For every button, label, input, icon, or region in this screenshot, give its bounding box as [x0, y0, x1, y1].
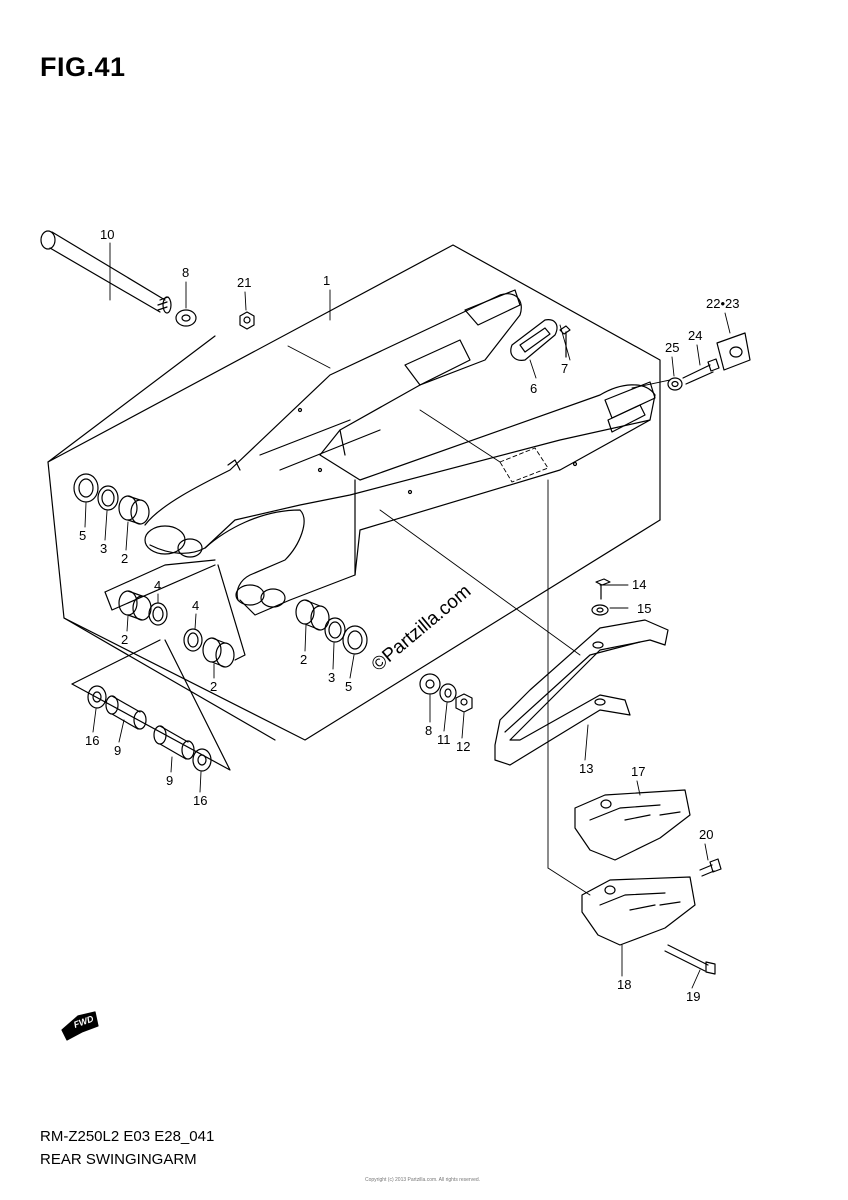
forward-arrow-icon: FWD — [61, 1011, 99, 1041]
callout-13: 13 — [579, 761, 593, 776]
washer-16-a — [87, 685, 107, 709]
collar-9-b — [153, 725, 195, 760]
model-code: RM-Z250L2 E03 E28_041 — [40, 1128, 215, 1145]
chain-adjuster-cover-6 — [510, 319, 558, 361]
callout-15: 15 — [637, 601, 651, 616]
washer-8-top-hole — [181, 314, 191, 322]
callout-3-left: 3 — [100, 541, 107, 556]
callout-8-top: 8 — [182, 265, 189, 280]
pivot-shaft-subframe — [71, 639, 231, 771]
pivot-shaft-bolt — [40, 230, 172, 314]
adjuster-bolt-24 — [682, 358, 720, 385]
callout-5-left: 5 — [79, 528, 86, 543]
needle-bearing-2-right — [295, 599, 330, 631]
copyright-notice: Copyright (c) 2013 Partzilla.com. All ri… — [365, 1177, 481, 1183]
callout-16-a: 16 — [85, 733, 99, 748]
washer-25 — [667, 377, 683, 391]
bolt-19 — [664, 944, 716, 975]
callout-9-b: 9 — [166, 773, 173, 788]
callout-leaders — [84, 281, 731, 989]
collar-9-a — [105, 695, 147, 730]
chain-guide-18 — [581, 876, 696, 946]
figure-title: FIG.41 — [40, 52, 126, 82]
callout-19: 19 — [686, 989, 700, 1004]
callout-12: 12 — [456, 739, 470, 754]
needle-bearing-2-b — [202, 637, 235, 668]
section-name: REAR SWINGINGARM — [40, 1151, 197, 1168]
callout-14: 14 — [632, 577, 646, 592]
bolt-20 — [699, 858, 722, 877]
screw-14 — [595, 578, 611, 600]
washer-25-hole — [671, 380, 679, 388]
callout-20: 20 — [699, 827, 713, 842]
callout-labels: 10 8 21 1 22•23 24 25 7 6 5 3 2 4 4 2 2 … — [79, 227, 739, 1004]
callout-6: 6 — [530, 381, 537, 396]
callout-17: 17 — [631, 764, 645, 779]
callout-2-left: 2 — [121, 551, 128, 566]
washer-8-lower — [419, 673, 441, 695]
nut-21 — [239, 311, 255, 330]
callout-4-b: 4 — [192, 598, 199, 613]
washer-15 — [591, 604, 609, 616]
callout-8-lower: 8 — [425, 723, 432, 738]
callout-7: 7 — [561, 361, 568, 376]
washer-11 — [439, 683, 457, 703]
nut-12 — [455, 693, 473, 713]
callout-16-b: 16 — [193, 793, 207, 808]
callout-22-23: 22•23 — [706, 296, 739, 311]
oil-seal-5-left — [73, 473, 99, 503]
screw-7 — [559, 325, 571, 358]
callout-11: 11 — [437, 732, 451, 747]
pivot-bearing-subframe — [104, 559, 246, 661]
snap-ring-4-a — [148, 602, 168, 626]
swingarm-body — [144, 289, 656, 616]
washer-16-b — [192, 748, 212, 772]
chain-adjuster-block-22-23 — [716, 332, 751, 371]
chain-guide-17 — [574, 789, 691, 861]
nut-21-hole — [243, 316, 251, 324]
callout-25: 25 — [665, 340, 679, 355]
callout-21: 21 — [237, 275, 251, 290]
spacer-3-right — [324, 617, 346, 643]
callout-10: 10 — [100, 227, 114, 242]
washer-8-top — [175, 309, 197, 327]
callout-5-right: 5 — [345, 679, 352, 694]
callout-4-a: 4 — [154, 578, 161, 593]
assembly-frame — [47, 244, 661, 741]
oil-seal-5-right — [342, 625, 368, 655]
spacer-3-left — [97, 485, 119, 511]
snap-ring-4-b — [183, 628, 203, 652]
needle-bearing-2-left — [118, 495, 150, 525]
callout-2-lower: 2 — [121, 632, 128, 647]
chain-slider-13 — [494, 619, 669, 766]
hidden-bracket-outline — [499, 447, 549, 483]
partzilla-watermark: ©Partzilla.com — [368, 581, 476, 676]
callout-3-right: 3 — [328, 670, 335, 685]
callout-2-right: 2 — [300, 652, 307, 667]
callout-2-b: 2 — [210, 679, 217, 694]
callout-24: 24 — [688, 328, 702, 343]
callout-1: 1 — [323, 273, 330, 288]
callout-9-a: 9 — [114, 743, 121, 758]
callout-18: 18 — [617, 977, 631, 992]
